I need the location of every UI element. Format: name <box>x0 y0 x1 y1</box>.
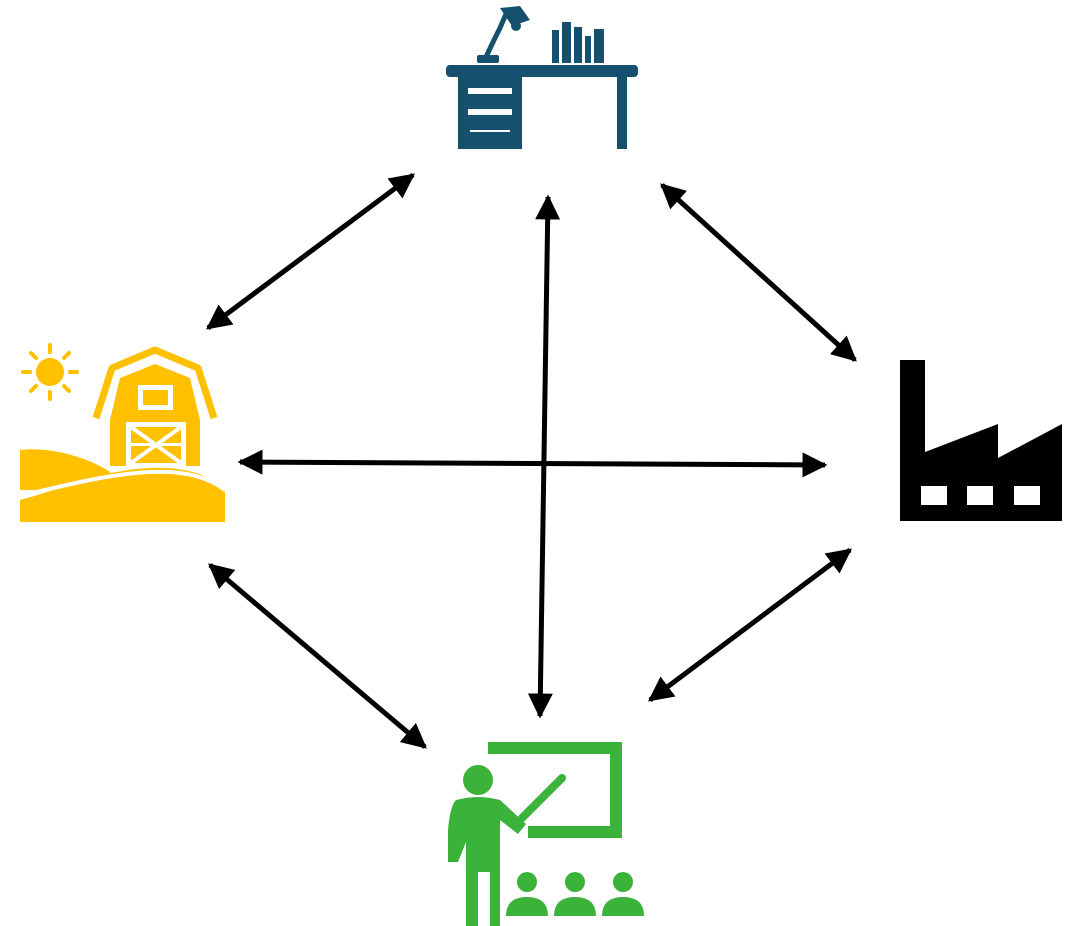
teacher-classroom-icon <box>448 742 644 926</box>
arrow-office-farm <box>205 172 416 331</box>
connection-arrows <box>205 172 857 749</box>
arrow-office-factory <box>660 183 857 362</box>
office-desk-icon <box>446 6 638 149</box>
arrow-farm-factory <box>237 449 828 478</box>
factory-icon <box>900 360 1062 521</box>
arrow-farm-education <box>208 563 427 749</box>
arrow-factory-education <box>648 548 852 702</box>
farm-barn-icon <box>19 343 227 522</box>
arrow-office-education <box>527 194 561 719</box>
